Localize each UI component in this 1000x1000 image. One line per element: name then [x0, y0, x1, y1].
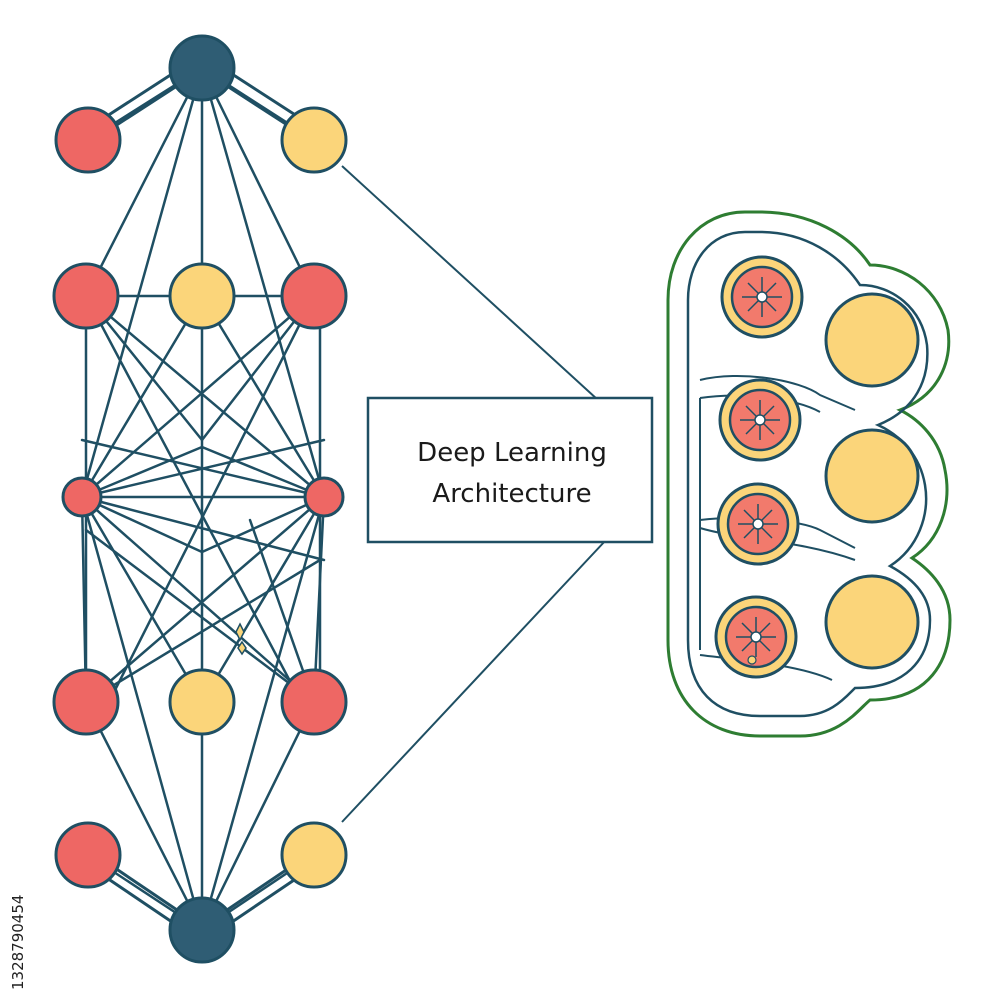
node-top-left [54, 106, 122, 174]
top-hub-node [168, 34, 236, 102]
title-line-2: Architecture [432, 479, 591, 509]
node-tier1-right [280, 262, 348, 330]
node-tier2-left [52, 668, 120, 736]
title-line-1: Deep Learning [417, 438, 607, 468]
neural-network-icon [52, 34, 348, 964]
ringed-cell-1 [720, 255, 804, 339]
side-stock-id: 1328790454 [9, 895, 27, 990]
module-ringed-cells [714, 255, 804, 679]
bottom-hub-node [168, 896, 236, 964]
node-bottom-right [280, 821, 348, 889]
sparkle-icon [235, 622, 247, 656]
network-nodes [52, 34, 348, 964]
ringed-cell-4 [714, 595, 798, 679]
node-top-right [280, 106, 348, 174]
yellow-cell-2 [824, 428, 920, 524]
network-edges [80, 66, 326, 932]
yellow-cell-3 [824, 574, 920, 670]
module-yellow-cells [824, 292, 920, 670]
yellow-cell-1 [824, 292, 920, 388]
title-box: Deep Learning Architecture [366, 396, 654, 544]
node-tier2-center [168, 668, 236, 736]
node-tier1-left [52, 262, 120, 330]
node-mid-right [303, 476, 345, 518]
zoom-connector-lines [341, 165, 607, 823]
node-bottom-left [54, 821, 122, 889]
node-mid-left [61, 476, 103, 518]
module-inner-outline [686, 230, 932, 718]
network-thick-links [103, 72, 301, 924]
processing-cells-icon [666, 210, 952, 738]
node-tier2-right [280, 668, 348, 736]
node-tier1-center [168, 262, 236, 330]
ringed-cell-3 [716, 482, 800, 566]
ringed-cell-2 [718, 378, 802, 462]
